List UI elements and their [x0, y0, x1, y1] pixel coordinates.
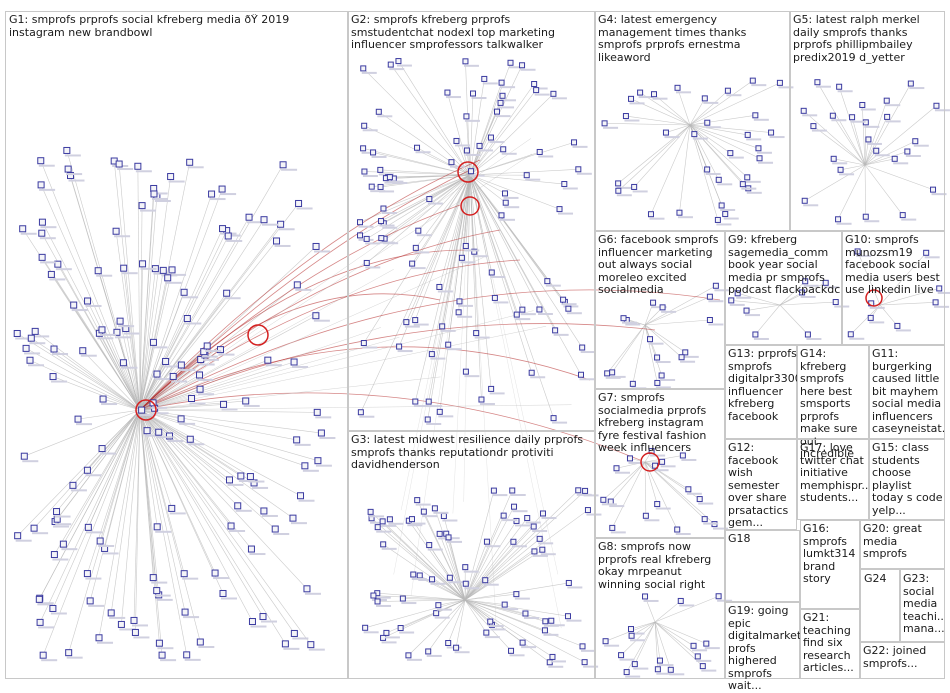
group-label-g5: G5: latest ralph merkel daily smprofs th… — [793, 14, 943, 64]
group-label-g23: G23: social media teachi... mana... — [903, 573, 945, 636]
group-box-g22: G22: joined smprofs... — [860, 642, 945, 679]
group-label-g16: G16: smprofs lumkt314 brand story — [803, 523, 860, 586]
group-label-g7: G7: smprofs socialmedia prprofs kfreberg… — [598, 392, 724, 455]
group-label-g17: G17: love twitter chat initiative memphi… — [800, 442, 869, 505]
group-box-g24: G24 — [860, 569, 900, 642]
group-label-g1: G1: smprofs prprofs social kfreberg medi… — [9, 14, 345, 39]
group-label-g13: G13: prprofs smprofs digitalpr3300 influ… — [728, 348, 797, 423]
group-box-g11: G11: burgerking caused little bit mayhem… — [869, 345, 945, 439]
group-label-g2: G2: smprofs kfreberg prprofs smstudentch… — [351, 14, 591, 52]
group-label-g19: G19: going epic digitalmarketi... profs … — [728, 605, 800, 693]
group-label-g20: G20: great media smprofs — [863, 523, 943, 561]
group-box-g23: G23: social media teachi... mana... — [900, 569, 945, 642]
group-label-g4: G4: latest emergency management times th… — [598, 14, 786, 64]
group-box-g16: G16: smprofs lumkt314 brand story — [800, 520, 860, 609]
group-box-g1: G1: smprofs prprofs social kfreberg medi… — [5, 11, 348, 679]
group-label-g6: G6: facebook smprofs influencer marketin… — [598, 234, 724, 297]
group-label-g22: G22: joined smprofs... — [863, 645, 943, 670]
group-label-g15: G15: class students choose playlist toda… — [872, 442, 944, 517]
group-box-g4: G4: latest emergency management times th… — [595, 11, 790, 231]
group-label-g8: G8: smprofs now prprofs real kfreberg ok… — [598, 541, 724, 591]
group-box-g8: G8: smprofs now prprofs real kfreberg ok… — [595, 538, 725, 679]
group-box-g2: G2: smprofs kfreberg prprofs smstudentch… — [348, 11, 595, 431]
group-box-g15: G15: class students choose playlist toda… — [869, 439, 945, 520]
group-box-g17: G17: love twitter chat initiative memphi… — [797, 439, 869, 520]
group-box-g12: G12: facebook wish semester over share p… — [725, 439, 797, 530]
group-box-g13: G13: prprofs smprofs digitalpr3300 influ… — [725, 345, 797, 439]
group-label-g10: G10: smprofs munozsm19 facebook social m… — [845, 234, 944, 297]
group-label-g24: G24 — [864, 573, 899, 586]
group-label-g3: G3: latest midwest resilience daily prpr… — [351, 434, 591, 472]
group-label-g11: G11: burgerking caused little bit mayhem… — [872, 348, 944, 436]
group-box-g6: G6: facebook smprofs influencer marketin… — [595, 231, 725, 389]
group-box-g10: G10: smprofs munozsm19 facebook social m… — [842, 231, 945, 345]
group-box-g20: G20: great media smprofs — [860, 520, 945, 569]
group-box-g21: G21: teaching find six research articles… — [800, 609, 860, 679]
group-box-g18: G18 — [725, 530, 800, 602]
group-label-g9: G9: kfreberg sagemedia_comm book year so… — [728, 234, 842, 297]
group-box-g14: G14: kfreberg smprofs here best smsports… — [797, 345, 869, 439]
group-box-g7: G7: smprofs socialmedia prprofs kfreberg… — [595, 389, 725, 538]
group-label-g18: G18 — [728, 533, 798, 546]
group-box-g3: G3: latest midwest resilience daily prpr… — [348, 431, 595, 679]
group-box-g9: G9: kfreberg sagemedia_comm book year so… — [725, 231, 842, 345]
group-label-g12: G12: facebook wish semester over share p… — [728, 442, 797, 530]
group-label-g21: G21: teaching find six research articles… — [803, 612, 860, 675]
group-box-g5: G5: latest ralph merkel daily smprofs th… — [790, 11, 945, 231]
group-box-g19: G19: going epic digitalmarketi... profs … — [725, 602, 800, 679]
